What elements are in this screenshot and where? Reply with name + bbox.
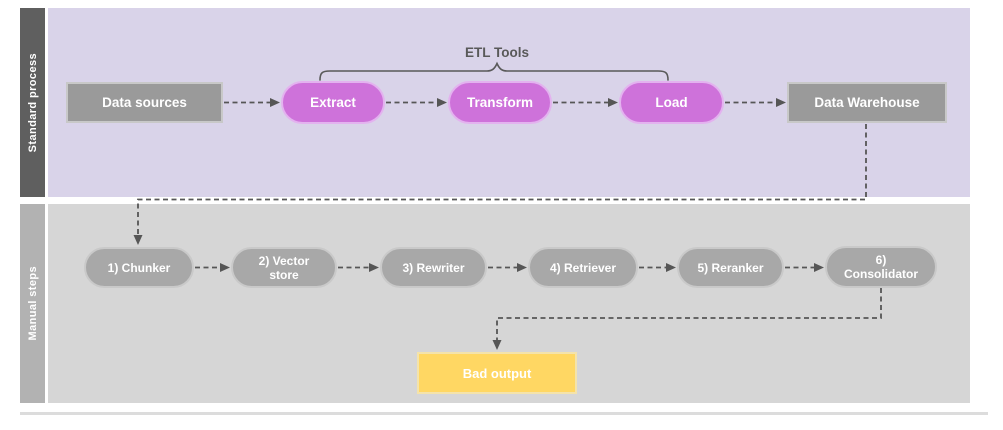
node-reranker: 5) Reranker [677,247,784,288]
lane-header-standard-process: Standard process [20,8,45,197]
node-data-warehouse: Data Warehouse [787,82,947,123]
node-load: Load [619,81,724,124]
node-chunker: 1) Chunker [84,247,194,288]
node-retriever: 4) Retriever [528,247,638,288]
node-vector-store: 2) Vector store [231,247,337,288]
node-data-sources: Data sources [66,82,223,123]
lane-label: Manual steps [26,266,39,341]
node-transform: Transform [448,81,552,124]
node-bad-output: Bad output [417,352,577,394]
etl-tools-label: ETL Tools [465,45,529,60]
node-consolidator: 6) Consolidator [825,246,937,288]
node-extract: Extract [281,81,385,124]
lane-label: Standard process [26,52,39,153]
page-divider [20,412,988,415]
node-rewriter: 3) Rewriter [380,247,487,288]
lane-header-manual-steps: Manual steps [20,204,45,403]
